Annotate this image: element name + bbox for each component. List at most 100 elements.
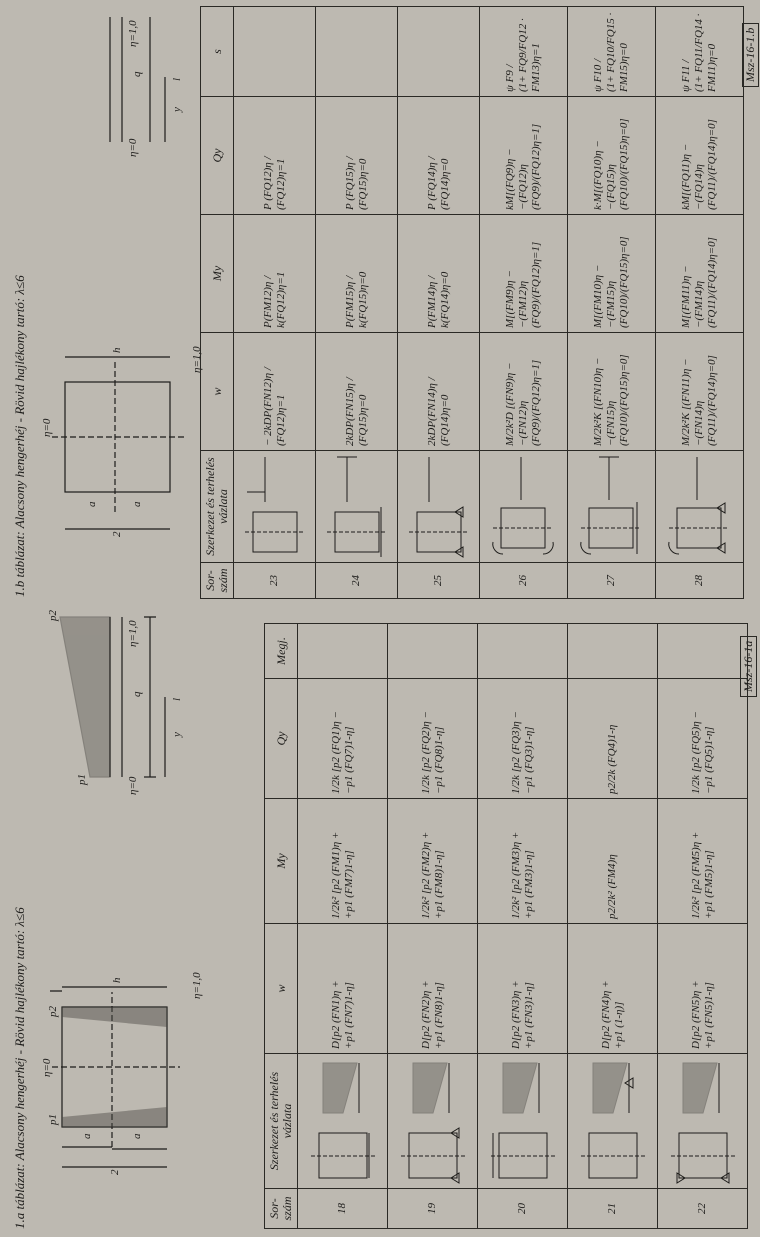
table-b-title: 1.b táblázat: Alacsony hengerhéj - Rövid… [12,275,27,597]
formula-w: M/2k²K [(FN10)η − −(FN15)η (FQ10)/(FQ15)… [567,332,656,451]
diagram-a2-eta0: η=0 [127,776,139,795]
diagram-a-l: 2 [109,1169,121,1175]
table-row: 21 D[p2 (FN4)η + +p1 (1-η)] p2/2k² (FM4)… [567,623,658,1229]
diagram-b2-eta0: η=0 [127,138,139,157]
table-row: 28 M/2k²K [(FN11)η − −(FN14)η (FQ11)/(FQ… [655,6,744,599]
diagram-b2-l: l [171,78,183,81]
formula-w: D[p2 (FN1)η + +p1 (FN7)1-η] [297,923,388,1054]
col-header-my: My [200,214,234,333]
col-header-my: My [264,798,298,924]
structure-sketch [567,450,656,563]
formula-qy: k·M[(FQ10)η − −(FQ15)η (FQ10)/(FQ15)η=0] [567,96,656,215]
table-b-header-row: Sor- szám Szerkezet és terhelés vázlata … [200,6,234,599]
formula-qy: 1/2k [p2 (FQ3)η − −p1 (FQ3)1-η] [477,678,568,799]
formula-my: 1/2k² [p2 (FM5)η + +p1 (FM5)1-η] [657,798,748,924]
remark-cell [657,623,748,679]
structure-sketch [233,450,316,563]
structure-sketch [655,450,744,563]
formula-my: 1/2k² [p2 (FM1)η + +p1 (FM7)1-η] [297,798,388,924]
formula-w: D[p2 (FN4)η + +p1 (1-η)] [567,923,658,1054]
formula-qy: kM[(FQ9)η − −(FQ12)η (FQ9)/(FQ12)η=1] [479,96,568,215]
row-number: 25 [397,562,480,599]
row-number: 27 [567,562,656,599]
table-row: 23 − 2kDP(FN12)η / (FQ12)η=1 P(FM12)η / … [233,6,316,599]
formula-my: M[(FM11)η − −(FM14)η (FQ11)/(FQ14)η=0] [655,214,744,333]
formula-my: P(FM14)η / k(FQ14)η=0 [397,214,480,333]
formula-qy: P (FQ12)η / (FQ12)η=1 [233,96,316,215]
diagram-b2-eta1: η=1,0 [127,20,139,47]
diagram-b-h: h [111,347,123,353]
formula-my: p2/2k² (FM4)η [567,798,658,924]
col-header-qy: Qy [200,96,234,215]
col-header-megj: Megj. [264,623,298,679]
diagram-b-a2: a [131,501,143,507]
table-row: 18 D[p2 (FN1)η + +p1 (FN7)1-η] 1/2k² [p2… [297,623,388,1229]
col-header-vazlat: Szerkezet és terhelés vázlata [264,1053,298,1189]
diagram-a2-p1: p1 [76,774,88,786]
remark-cell [297,623,388,679]
diagram-b2-q: q [131,71,143,77]
formula-qy: 1/2k [p2 (FQ1)η − −p1 (FQ7)1-η] [297,678,388,799]
formula-my: 1/2k² [p2 (FM3)η + +p1 (FM3)1-η] [477,798,568,924]
formula-my: P(FM15)η / k(FQ15)η=0 [315,214,398,333]
formula-w: D[p2 (FN2)η + +p1 (FN8)1-η] [387,923,478,1054]
table-a-code: Msz-16-1a [740,635,757,697]
diagram-b2-y: y [171,107,183,113]
diagram-a-a2: a [131,1133,143,1139]
formula-qy: P (FQ15)η / (FQ15)η=0 [315,96,398,215]
col-header-qy: Qy [264,678,298,799]
formula-qy: p2/2k (FQ4)1-η [567,678,658,799]
formula-w: D[p2 (FN3)η + +p1 (FN3)1-η] [477,923,568,1054]
table-b: Sor- szám Szerkezet és terhelés vázlata … [200,6,744,599]
formula-s: ψ F10 / (1+ FQ10/FQ15 · FM15)η=0 [567,6,656,97]
diagram-a2-p2: p2 [47,610,59,623]
formula-qy: P (FQ14)η / (FQ14)η=0 [397,96,480,215]
diagram-a-eta0: η=0 [41,1058,53,1077]
formula-s [233,6,316,97]
remark-cell [387,623,478,679]
table-a-title: 1.a táblázat: Alacsony hengerhéj - Rövid… [12,907,27,1229]
formula-my: P(FM12)η / k(FQ12)η=1 [233,214,316,333]
row-number: 22 [657,1188,748,1229]
diagram-a-cylinder: η=0 η=1,0 a a h 2 p1 p2 [41,972,203,1175]
row-number: 21 [567,1188,658,1229]
col-header-sorszam: Sor- szám [200,562,234,599]
diagram-b-wall: q l y η=0 η=1,0 [109,17,183,157]
remark-cell [567,623,658,679]
diagram-b-a1: a [86,501,98,507]
formula-w: M/2k²D [(FN9)η − −(FN12)η (FQ9)/(FQ12)η=… [479,332,568,451]
row-number: 18 [297,1188,388,1229]
table-a-header-row: Sor- szám Szerkezet és terhelés vázlata … [264,623,298,1229]
diagram-a-eta1: η=1,0 [191,972,203,999]
structure-sketch [477,1053,568,1189]
diagram-a-wall-load: p1 p2 q l y η=0 η=1,0 [47,610,183,796]
col-header-sorszam: Sor- szám [264,1188,298,1229]
formula-s: ψ F9 / (1+ FQ9/FQ12 · FM13)η=1 [479,6,568,97]
table-row: 25 2kDP(FN14)η / (FQ14)η=0 P(FM14)η / k(… [397,6,480,599]
formula-s [315,6,398,97]
structure-sketch [657,1053,748,1189]
formula-my: M[(FM9)η − −(FM12)η (FQ9)/(FQ12)η=1] [479,214,568,333]
structure-sketch [387,1053,478,1189]
table-row: 26 M/2k²D [(FN9)η − −(FN12)η (FQ9)/(FQ12… [479,6,568,599]
formula-s [397,6,480,97]
formula-w: − 2kDP(FN12)η / (FQ12)η=1 [233,332,316,451]
formula-w: M/2k²K [(FN11)η − −(FN14)η (FQ11)/(FQ14)… [655,332,744,451]
col-header-w: w [264,923,298,1054]
formula-w: 2kDP(FN14)η / (FQ14)η=0 [397,332,480,451]
diagram-b-eta0: η=0 [41,418,53,437]
table-row: 22 D[p2 (FN5)η + +p1 (FN5)1-η] 1/2k² [p2… [657,623,748,1229]
diagram-b-l: 2 [111,531,123,537]
col-header-s: s [200,6,234,97]
row-number: 20 [477,1188,568,1229]
formula-my: M[(FM10)η − −(FM15)η (FQ10)/(FQ15)η=0] [567,214,656,333]
diagram-a-a1: a [81,1133,93,1139]
diagram-a-p2: p2 [47,1006,59,1019]
structure-sketch [315,450,398,563]
diagram-a2-y: y [171,732,183,738]
row-number: 23 [233,562,316,599]
row-number: 28 [655,562,744,599]
diagram-a2-eta1: η=1,0 [127,620,139,647]
